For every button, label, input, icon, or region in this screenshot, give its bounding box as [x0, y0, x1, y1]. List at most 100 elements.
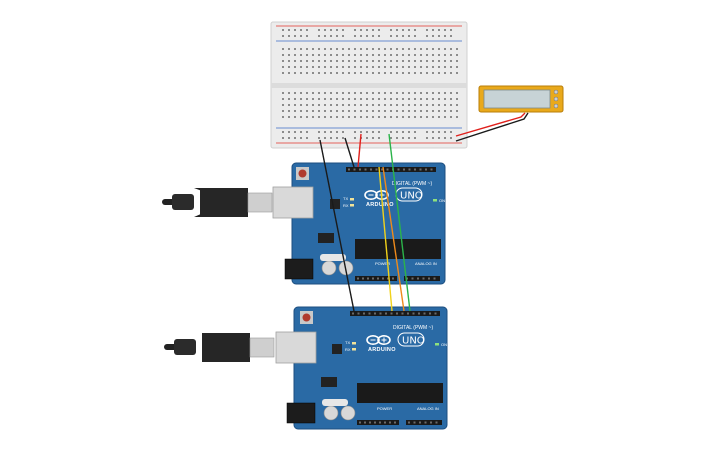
header-pin[interactable] [413, 421, 416, 424]
breadboard-hole[interactable] [378, 98, 380, 100]
breadboard-hole[interactable] [366, 92, 368, 94]
breadboard-hole[interactable] [438, 72, 440, 74]
breadboard-hole[interactable] [354, 104, 356, 106]
breadboard-hole[interactable] [444, 66, 446, 68]
breadboard-hole[interactable] [360, 54, 362, 56]
breadboard-hole[interactable] [342, 35, 344, 37]
breadboard-hole[interactable] [432, 72, 434, 74]
breadboard-hole[interactable] [360, 48, 362, 50]
breadboard-hole[interactable] [408, 137, 410, 139]
breadboard-hole[interactable] [390, 66, 392, 68]
breadboard-hole[interactable] [408, 98, 410, 100]
breadboard-hole[interactable] [372, 35, 374, 37]
header-pin[interactable] [397, 168, 400, 171]
power-header[interactable] [357, 420, 399, 425]
breadboard-hole[interactable] [354, 66, 356, 68]
header-pin[interactable] [387, 277, 389, 280]
breadboard-hole[interactable] [312, 48, 314, 50]
arduino-uno-board-top[interactable]: TX RX ON DIGITAL (PWM ~) ARDUINO UNO POW… [162, 162, 446, 285]
breadboard-hole[interactable] [354, 131, 356, 133]
header-pin[interactable] [433, 277, 436, 280]
breadboard-hole[interactable] [312, 54, 314, 56]
breadboard-hole[interactable] [282, 137, 284, 139]
breadboard-hole[interactable] [426, 104, 428, 106]
breadboard-hole[interactable] [330, 66, 332, 68]
breadboard-hole[interactable] [450, 48, 452, 50]
breadboard-hole[interactable] [402, 54, 404, 56]
breadboard-hole[interactable] [450, 116, 452, 118]
breadboard-hole[interactable] [324, 137, 326, 139]
breadboard-hole[interactable] [324, 66, 326, 68]
header-pin[interactable] [418, 312, 420, 315]
breadboard-hole[interactable] [300, 54, 302, 56]
breadboard-hole[interactable] [342, 54, 344, 56]
breadboard-hole[interactable] [450, 72, 452, 74]
header-pin[interactable] [403, 168, 405, 171]
wires[interactable] [319, 112, 529, 312]
breadboard-hole[interactable] [456, 110, 458, 112]
wire-orange-signal[interactable] [382, 166, 405, 312]
breadboard-hole[interactable] [360, 131, 362, 133]
breadboard-hole[interactable] [288, 116, 290, 118]
breadboard-hole[interactable] [396, 29, 398, 31]
breadboard-hole[interactable] [384, 116, 386, 118]
board-header-holes[interactable] [348, 168, 436, 280]
breadboard-hole[interactable] [288, 104, 290, 106]
breadboard-hole[interactable] [300, 48, 302, 50]
breadboard-hole[interactable] [372, 92, 374, 94]
breadboard-hole[interactable] [378, 60, 380, 62]
breadboard-hole[interactable] [348, 66, 350, 68]
breadboard-hole[interactable] [456, 92, 458, 94]
header-pin[interactable] [368, 312, 371, 315]
breadboard-hole[interactable] [396, 110, 398, 112]
breadboard-hole[interactable] [288, 29, 290, 31]
header-pin[interactable] [353, 168, 356, 171]
breadboard-hole[interactable] [438, 60, 440, 62]
breadboard-hole[interactable] [408, 35, 410, 37]
breadboard-hole[interactable] [408, 131, 410, 133]
breadboard-hole[interactable] [330, 131, 332, 133]
breadboard-hole[interactable] [432, 35, 434, 37]
breadboard-hole[interactable] [408, 60, 410, 62]
breadboard-hole[interactable] [402, 110, 404, 112]
breadboard-hole[interactable] [402, 35, 404, 37]
breadboard-hole[interactable] [342, 131, 344, 133]
breadboard-hole[interactable] [282, 54, 284, 56]
breadboard-hole[interactable] [312, 72, 314, 74]
breadboard-hole[interactable] [432, 92, 434, 94]
breadboard-hole[interactable] [360, 116, 362, 118]
breadboard-hole[interactable] [294, 131, 296, 133]
breadboard-hole[interactable] [360, 92, 362, 94]
breadboard-hole[interactable] [390, 72, 392, 74]
breadboard-hole[interactable] [342, 137, 344, 139]
breadboard-hole[interactable] [420, 66, 422, 68]
breadboard-hole[interactable] [336, 48, 338, 50]
breadboard-hole[interactable] [336, 35, 338, 37]
breadboard-hole[interactable] [444, 29, 446, 31]
breadboard-hole[interactable] [396, 131, 398, 133]
breadboard-hole[interactable] [384, 72, 386, 74]
breadboard-hole[interactable] [366, 116, 368, 118]
breadboard-hole[interactable] [288, 131, 290, 133]
breadboard-hole[interactable] [282, 72, 284, 74]
breadboard-hole[interactable] [324, 131, 326, 133]
arduino-uno-board-bottom[interactable]: TX RX ON DIGITAL (PWM ~) ARDUINO UNO POW… [164, 306, 448, 430]
breadboard-hole[interactable] [378, 116, 380, 118]
breadboard-hole[interactable] [408, 29, 410, 31]
breadboard-hole[interactable] [372, 104, 374, 106]
breadboard-hole[interactable] [414, 137, 416, 139]
breadboard-hole[interactable] [402, 104, 404, 106]
breadboard-hole[interactable] [312, 92, 314, 94]
breadboard-hole[interactable] [384, 54, 386, 56]
breadboard-hole[interactable] [330, 104, 332, 106]
header-pin[interactable] [377, 277, 379, 280]
breadboard-hole[interactable] [366, 104, 368, 106]
wire-black-gnd-board2[interactable] [319, 139, 355, 312]
breadboard-hole[interactable] [354, 48, 356, 50]
breadboard-hole[interactable] [294, 29, 296, 31]
breadboard-hole[interactable] [378, 72, 380, 74]
breadboard-hole[interactable] [420, 98, 422, 100]
breadboard-hole[interactable] [306, 110, 308, 112]
breadboard-hole[interactable] [330, 72, 332, 74]
lcd-display[interactable] [478, 85, 564, 113]
